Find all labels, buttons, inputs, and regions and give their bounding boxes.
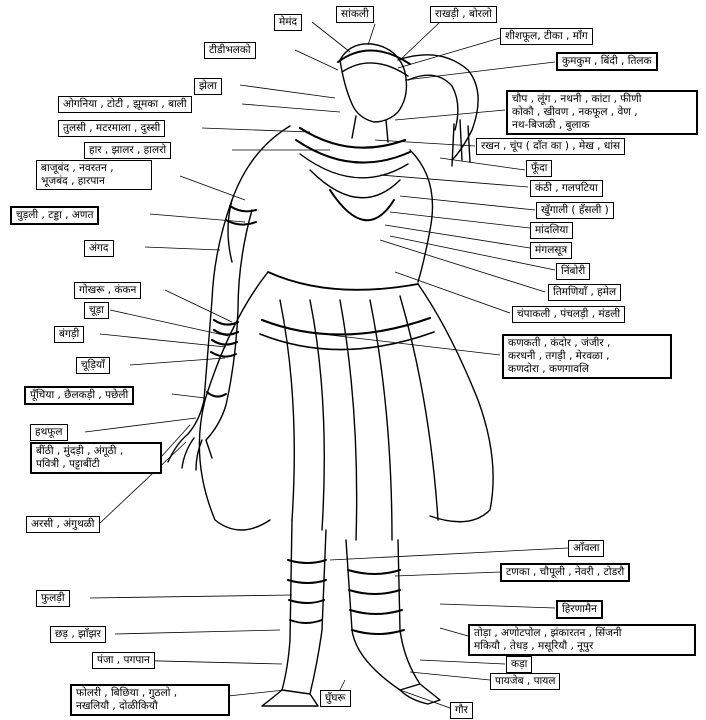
label-choup-line-2: कोकौ , खीवण , नकफूल , वेण , (512, 106, 638, 118)
label-nimbori: निंबोरी (556, 263, 591, 280)
label-beenthi-line-2: पवित्री , पट्टाबींटी (36, 458, 100, 470)
label-toda-line-1: तोड़ा , अणोटपोल , झंकारतन , सिंजनी (474, 627, 622, 639)
label-bajuband: बाजूबंद , नवरतन , भूजबंद , हारपान (36, 160, 152, 190)
label-sheeshphool: शीशफूल, टीका , माँग (500, 28, 593, 45)
label-chudiyan: चूड़ियाँ (76, 357, 110, 374)
label-timaniyan: तिमणियाँ , हमेल (548, 284, 622, 301)
label-mangalsutra: मंगलसूत्र (530, 242, 573, 259)
label-khungali: खुँगाली ( हँसली ) (536, 202, 614, 219)
label-pholari: फोलरी , बिछिया , गुठलो , नखलियौ , दोळीकि… (70, 684, 230, 716)
label-rakhan: रखन , चूंप ( दाँत का ) , मेख , धांस (476, 138, 626, 155)
label-ogniya: ओगनिया , टोटी , झूमका , बाली (58, 96, 192, 113)
label-bajuband-line-1: बाजूबंद , नवरतन , (41, 162, 114, 174)
label-choup-line-3: नथ-बिजळी , बुलाक (512, 119, 590, 131)
label-chudli: चुड़ली , टड्डा , अणत (10, 206, 100, 225)
label-phuldi: फुलड़ी (36, 590, 70, 607)
label-haar: हार , झालर , हालरो (84, 142, 172, 159)
label-aanvla: आँवला (568, 540, 605, 557)
label-bajuband-line-2: भूजबंद , हारपान (41, 175, 105, 187)
label-kanakti-line-2: करधनी , तगड़ी , मेरवळा , (508, 350, 610, 362)
label-sankali: सांकली (336, 6, 374, 23)
label-choup-line-1: चौप , लूंग , नथनी , कांटा , फीणी (512, 93, 642, 105)
label-angad: अंगद (84, 240, 114, 257)
label-phoonda: फूँदा (526, 160, 553, 177)
label-ghunghru: घुँघरू (320, 690, 351, 707)
label-tulsi: तुलसी , मटरमाला , दुस्सी (58, 120, 166, 137)
label-hirnamain: हिरणामैन (556, 600, 604, 619)
label-jhela: झेला (194, 78, 222, 95)
label-chhad: छड़ , झाँझर (50, 626, 106, 643)
label-kumkum: कुमकुम , बिंदी , तिलक (556, 52, 658, 71)
label-teedibhalko: टीडीभलको (204, 42, 256, 59)
label-kanakti: कणकती , कंदोर , जंजीर , करधनी , तगड़ी , … (502, 334, 672, 379)
figure-outline (167, 43, 494, 707)
label-beenthi-line-1: बींठी , मुंदड़ी , अंगूठी , (36, 445, 124, 457)
label-toda-line-2: मकियौ , तेधड़ , मसूरियौ , नूपुर (474, 640, 594, 652)
label-kanakti-line-1: कणकती , कंदोर , जंजीर , (508, 337, 611, 349)
label-poonchiya: पूँचिया , छैलकड़ी , पछेली (24, 386, 135, 405)
label-hathphool: हथफूल (30, 424, 68, 441)
label-arsi: अरसी , अंगुथळी (26, 516, 100, 533)
label-bangdi: बंगड़ी (54, 326, 85, 343)
label-choup: चौप , लूंग , नथनी , कांटा , फीणी कोकौ , … (506, 90, 698, 135)
label-gour: गौर (450, 702, 473, 719)
label-pholari-line-2: नखलियौ , दोळीकियौ (76, 700, 158, 712)
label-kada: कड़ा (506, 656, 533, 673)
label-champakali: चंपाकली , पंचलड़ी , मंडली (512, 306, 626, 323)
label-rakhdi: राखड़ी , बोरलो (430, 6, 497, 23)
label-beenthi: बींठी , मुंदड़ी , अंगूठी , पवित्री , पट्… (30, 442, 162, 474)
label-gokhru: गोखरू , कंकन (74, 282, 142, 299)
label-toda: तोड़ा , अणोटपोल , झंकारतन , सिंजनी मकियौ… (468, 624, 696, 656)
label-payajeb: पायजेब , पायल (490, 673, 561, 690)
label-maandaliya: मांदलिया (530, 222, 574, 239)
label-chuda: चूड़ा (84, 302, 110, 319)
label-tanka: टणका , चौपूली , नेवरी , टोडरौ (500, 563, 631, 582)
label-pholari-line-1: फोलरी , बिछिया , गुठलो , (76, 687, 178, 699)
label-memand: मेमंद (274, 14, 303, 31)
label-panja: पंजा , पगपान (92, 652, 155, 669)
label-kanthi: कंठी , गलपटिया (530, 180, 603, 197)
label-kanakti-line-3: कणदोरा , कणगावलि (508, 363, 589, 375)
